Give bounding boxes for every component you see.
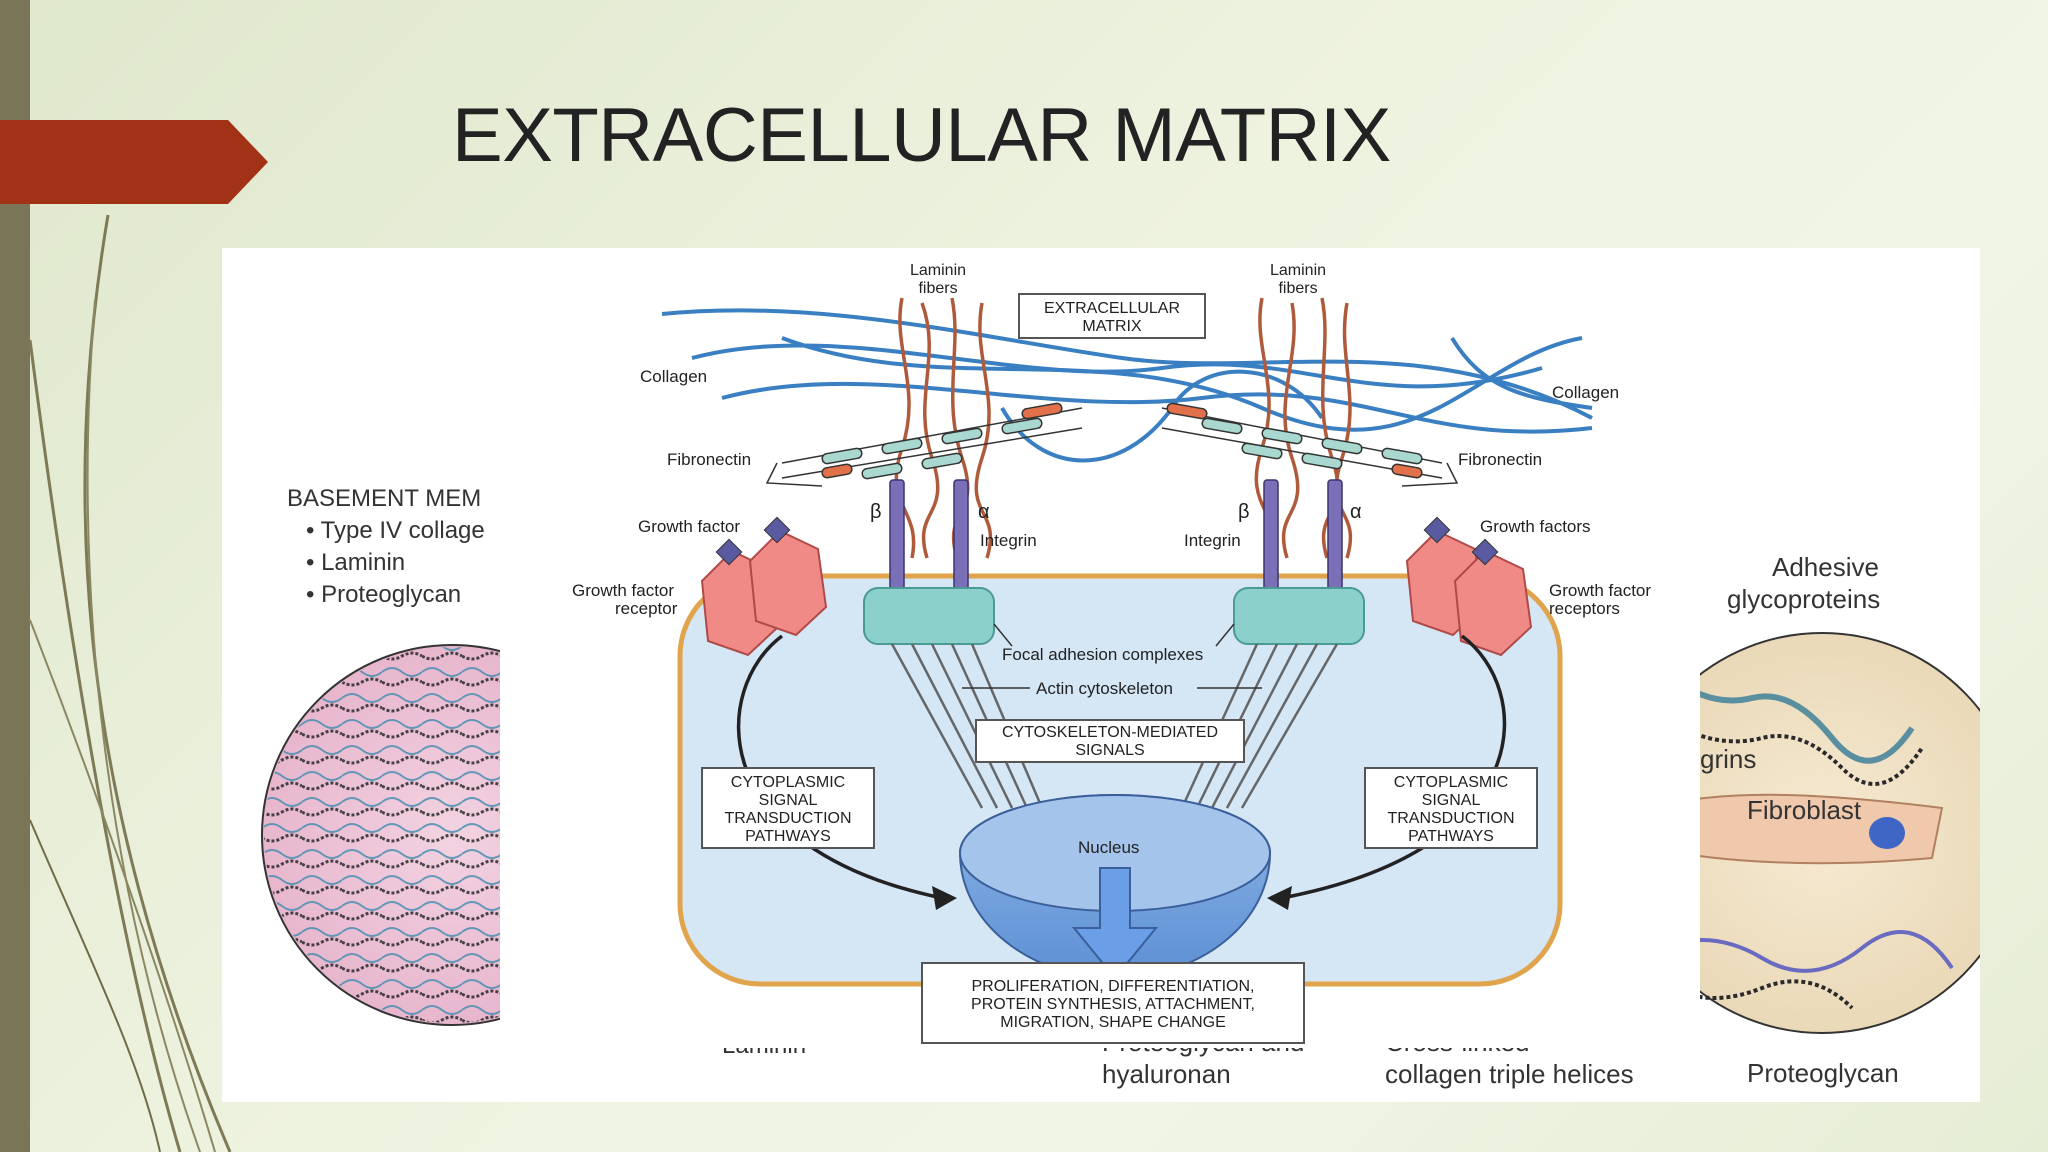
pathway-right-label-2: SIGNAL [1422, 792, 1481, 809]
ecm-box-label-1: EXTRACELLULAR [1044, 300, 1180, 317]
laminin-left-label-1: Laminin [910, 262, 966, 279]
pathway-left-label-1: CYTOPLASMIC [731, 774, 845, 791]
pathway-left-label-4: PATHWAYS [745, 828, 831, 845]
outcome-label-3: MIGRATION, SHAPE CHANGE [1000, 1014, 1226, 1031]
glycoproteins-label: glycoproteins [1727, 584, 1880, 614]
nucleus-label: Nucleus [1078, 838, 1139, 857]
interstitial-matrix-panel: Adhesive glycoproteins grins Fibroblast … [1102, 552, 1980, 1089]
basement-item-1: • Type IV collage [306, 517, 485, 544]
figure-panel: BASEMENT MEM • Type IV collage • Laminin… [222, 248, 1980, 1102]
crosslinked-label-2: collagen triple helices [1385, 1059, 1634, 1089]
pathway-right-label-1: CYTOPLASMIC [1394, 774, 1508, 791]
outcome-label-2: PROTEIN SYNTHESIS, ATTACHMENT, [971, 996, 1255, 1013]
pathway-left-label-2: SIGNAL [759, 792, 818, 809]
receptor-right-label-1: Growth factor [1549, 581, 1651, 600]
focal-adhesion-label: Focal adhesion complexes [1002, 645, 1203, 664]
fibroblast-cell [1651, 793, 1944, 865]
pathway-right-label-3: TRANSDUCTION [1387, 810, 1514, 827]
basement-heading: BASEMENT MEM [287, 485, 481, 512]
beta-left-label: β [870, 501, 882, 523]
outcome-box [921, 962, 1305, 1044]
growth-factor-receptors-left [700, 516, 828, 657]
fibronectin-left-label: Fibronectin [667, 450, 751, 469]
decorative-curves [28, 214, 232, 1152]
title-arrow-shape [0, 120, 268, 204]
ecm-diagram: BASEMENT MEM • Type IV collage • Laminin… [261, 248, 1980, 1089]
focal-adhesion-right [1233, 587, 1365, 645]
pathway-box-right [1364, 767, 1538, 849]
laminin-left-label-2: fibers [918, 280, 957, 297]
down-arrow-icon [1071, 867, 1159, 980]
cytoskeleton-signals-box [975, 719, 1245, 763]
growth-factor-right-label: Growth factors [1480, 517, 1591, 536]
basement-item-2: • Laminin [306, 549, 405, 576]
growth-factor-receptors-right [1405, 516, 1533, 657]
integrin-right-label: Integrin [1184, 531, 1241, 550]
receptor-left-label-1: Growth factor [572, 581, 674, 600]
collagen-left-label: Collagen [640, 367, 707, 386]
laminin-right-label-2: fibers [1278, 280, 1317, 297]
hyaluronan-label-2: hyaluronan [1102, 1059, 1231, 1089]
focal-adhesion-left [863, 587, 995, 645]
receptor-right-label-2: receptors [1549, 599, 1620, 618]
integrin-pairs [889, 479, 1343, 593]
laminin-right-label-1: Laminin [1270, 262, 1326, 279]
pathway-box-left [701, 767, 875, 849]
cyto-signals-label-1: CYTOSKELETON-MEDIATED [1002, 724, 1218, 741]
beta-right-label: β [1238, 501, 1250, 523]
actin-cytoskeleton-label: Actin cytoskeleton [1036, 679, 1173, 698]
basement-item-3: • Proteoglycan [306, 581, 461, 608]
receptor-left-label-2: receptor [615, 599, 678, 618]
arrowhead-right [1267, 886, 1292, 910]
cyto-signals-label-2: SIGNALS [1075, 742, 1144, 759]
fibroblast-label: Fibroblast [1747, 795, 1862, 825]
ecm-box [1018, 293, 1206, 339]
proteoglycan-label: Proteoglycan [1747, 1058, 1899, 1088]
arrowhead-left [932, 886, 957, 910]
outcome-label-1: PROLIFERATION, DIFFERENTIATION, [972, 978, 1255, 995]
slide-title: EXTRACELLULAR MATRIX [452, 93, 1391, 178]
alpha-right-label: α [1350, 501, 1362, 523]
pathway-right-label-4: PATHWAYS [1408, 828, 1494, 845]
alpha-left-label: α [978, 501, 990, 523]
growth-factor-left-label: Growth factor [638, 517, 740, 536]
fibronectin-chains [781, 402, 1443, 480]
integrin-left-label: Integrin [980, 531, 1037, 550]
collagen-right-label: Collagen [1552, 383, 1619, 402]
pathway-left-label-3: TRANSDUCTION [724, 810, 851, 827]
adhesive-label: Adhesive [1772, 552, 1879, 582]
fibronectin-right-label: Fibronectin [1458, 450, 1542, 469]
ecm-box-label-2: MATRIX [1082, 318, 1142, 335]
integrins-label: grins [1700, 744, 1756, 774]
